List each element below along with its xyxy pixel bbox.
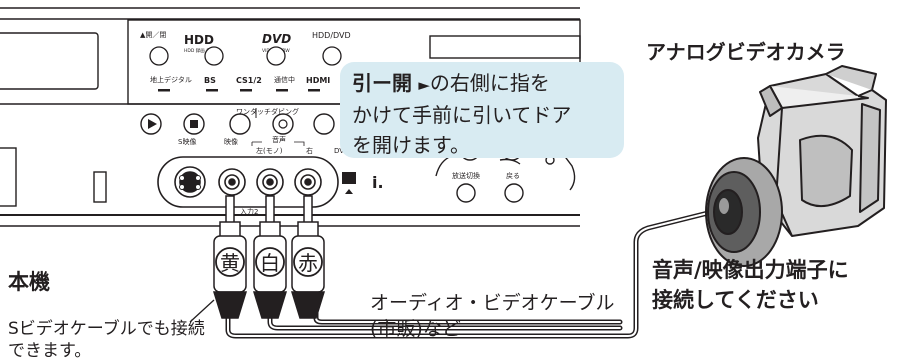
eject-button[interactable] [149, 46, 169, 66]
play-icon [148, 119, 157, 129]
hdd-button[interactable] [204, 46, 224, 66]
hdd-dvd-button[interactable] [322, 46, 342, 66]
connect-instruction-line1: 音声/映像出力端子に [652, 258, 849, 282]
hdd-label: HDD [184, 33, 214, 47]
dv-icon: i. [372, 173, 384, 192]
callout-line2: かけて手前に引いてドア [352, 103, 572, 127]
back-button[interactable] [504, 183, 524, 203]
door-open-callout: 引ー開 ►の右側に指を かけて手前に引いてドア を開けます。 [340, 62, 624, 158]
cable-label-line2: (市販)など [370, 318, 461, 340]
plug-yellow-label: 黄 [220, 251, 240, 275]
cable-label-line1: オーディオ・ビデオケーブル [370, 292, 615, 314]
dv-in-jack [342, 172, 356, 184]
stop-icon [190, 120, 198, 128]
indicator-comm: 通信中 [274, 75, 295, 84]
panel-button[interactable] [313, 113, 335, 135]
indicator-bs: BS [204, 76, 216, 85]
audio-label: 音声 [272, 135, 286, 144]
main-unit-label: 本機 [8, 270, 50, 294]
audio-left-label: 左(モノ) [256, 146, 283, 155]
callout-line3: を開けます。 [352, 133, 470, 157]
broadcast-switch-label: 放送切換 [452, 171, 480, 180]
video-label: 映像 [224, 137, 238, 146]
dubbing-button[interactable] [229, 113, 251, 135]
indicator-hdmi: HDMI [306, 76, 330, 85]
plug-white-label: 白 [260, 251, 280, 275]
dvd-button[interactable] [266, 46, 286, 66]
input2-jack-panel [157, 156, 339, 208]
audio-right-label: 右 [306, 146, 313, 155]
s-video-cable-note: Sビデオケーブルでも接続できます。 [8, 319, 205, 361]
plug-red-label: 赤 [298, 251, 318, 275]
analog-video-camera [705, 65, 887, 267]
broadcast-switch-button[interactable] [456, 183, 476, 203]
dvd-logo: DVD [262, 32, 291, 46]
indicator-digital: 地上デジタル [150, 75, 192, 84]
back-label: 戻る [506, 171, 520, 180]
camera-title: アナログビデオカメラ [646, 40, 846, 64]
record-icon [278, 119, 288, 129]
indicator-cs: CS1/2 [236, 76, 262, 85]
hdd-sub-label: HDD 録画 予約 [184, 47, 216, 54]
input2-label: 入力2 [240, 207, 258, 216]
s-video-note-pointer [189, 299, 215, 323]
hdd-dvd-label: HDD/DVD [312, 31, 351, 40]
callout-arrow-icon: ► [418, 76, 430, 94]
connect-instruction-line2: 接続してください [652, 288, 819, 312]
record-button[interactable] [272, 113, 294, 135]
s-video-label: S映像 [178, 137, 196, 146]
callout-line1: の右側に指を [429, 71, 550, 95]
eject-label: ▲開／閉 [140, 31, 166, 39]
callout-key: 引ー開 [352, 71, 412, 95]
one-touch-dubbing-label: ワンタッチダビング [236, 107, 299, 116]
